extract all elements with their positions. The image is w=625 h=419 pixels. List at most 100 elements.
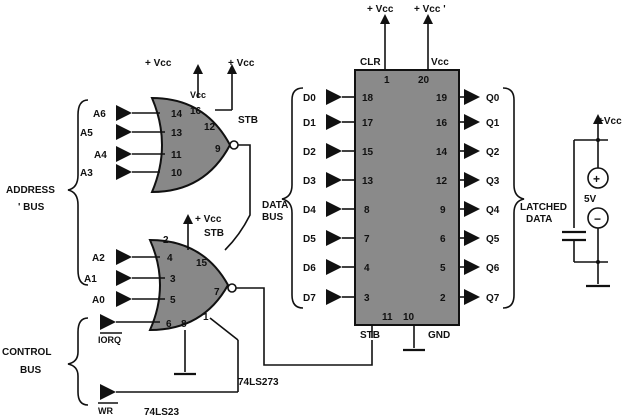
iorq-label: IORQ — [98, 335, 121, 345]
data-input-d2: D2 15 — [303, 143, 374, 159]
data-output-q2: 14 Q2 — [436, 143, 500, 159]
data-inputs: D0 18 D1 17 D2 15 D3 13 D4 8 — [303, 89, 374, 305]
gate1-input-a4: A4 11 — [94, 146, 182, 162]
gate1-pin12: 12 — [204, 122, 216, 133]
chip-vcc-label: Vcc — [431, 57, 449, 68]
address-bus-brace — [67, 99, 89, 286]
gate1-inputs: A6 14 A5 13 A4 11 A3 10 — [80, 105, 183, 180]
clr-label: CLR — [360, 57, 381, 68]
svg-text:15: 15 — [362, 147, 374, 158]
svg-text:D4: D4 — [303, 205, 316, 216]
chip-pin1: 1 — [384, 75, 390, 86]
gate1-pin9: 9 — [215, 144, 221, 155]
data-bus-label-2: BUS — [262, 212, 283, 223]
gate1-pin16: 16 — [190, 106, 202, 117]
supply-voltage-label: 5V — [584, 194, 597, 205]
gate2-input-a0: A0 5 — [92, 291, 176, 307]
data-input-d1: D1 17 — [303, 114, 374, 130]
gate1-output-bubble — [229, 140, 239, 150]
svg-text:D1: D1 — [303, 118, 316, 129]
svg-text:−: − — [594, 212, 601, 226]
svg-text:Q4: Q4 — [486, 205, 500, 216]
data-bus-brace — [281, 87, 304, 309]
svg-text:5: 5 — [170, 295, 176, 306]
gate2-input-a2: A2 4 — [92, 249, 173, 265]
data-input-d7: D7 3 — [303, 289, 370, 305]
wr-label: WR — [98, 406, 113, 416]
data-input-d0: D0 18 — [303, 89, 374, 105]
gate2-vcc-arrow — [183, 214, 193, 224]
latched-data-label: LATCHED — [520, 202, 567, 213]
svg-text:14: 14 — [436, 147, 448, 158]
gate2-pin6: 6 — [166, 319, 172, 330]
supply-vcc-label: +Vcc — [598, 116, 622, 127]
gate1-vcc-inner-label: Vcc — [190, 90, 206, 100]
svg-text:A2: A2 — [92, 253, 105, 264]
svg-text:19: 19 — [436, 93, 448, 104]
svg-text:D0: D0 — [303, 93, 316, 104]
clr-vcc-arrow — [380, 14, 390, 24]
data-input-d4: D4 8 — [303, 201, 370, 217]
latched-data-brace — [502, 87, 525, 309]
svg-text:D2: D2 — [303, 147, 316, 158]
svg-text:16: 16 — [436, 118, 448, 129]
svg-text:Q7: Q7 — [486, 293, 500, 304]
iorq-input: IORQ — [98, 314, 160, 345]
svg-text:14: 14 — [171, 109, 183, 120]
data-output-q0: 19 Q0 — [436, 89, 500, 105]
gate1-vcc-label-b: + Vcc — [228, 58, 255, 69]
svg-text:8: 8 — [364, 205, 370, 216]
latched-data-label-2: DATA — [526, 214, 552, 225]
data-bus-label: DATA — [262, 200, 288, 211]
svg-text:D6: D6 — [303, 263, 316, 274]
svg-text:A4: A4 — [94, 150, 107, 161]
data-output-q6: 5 Q6 — [440, 259, 500, 275]
svg-text:Q3: Q3 — [486, 176, 500, 187]
address-bus-label: ADDRESS — [6, 185, 55, 196]
chip-pin10: 10 — [403, 312, 415, 323]
address-nand-gate-upper — [150, 96, 232, 194]
data-output-q7: 2 Q7 — [440, 289, 500, 305]
chip-pin20: 20 — [418, 75, 430, 86]
svg-text:12: 12 — [436, 176, 448, 187]
svg-text:+: + — [593, 172, 600, 186]
data-outputs: 19 Q0 16 Q1 14 Q2 12 Q3 9 Q4 — [436, 89, 500, 305]
svg-text:3: 3 — [170, 274, 176, 285]
gate2-vcc-label: + Vcc — [195, 214, 222, 225]
svg-text:Q6: Q6 — [486, 263, 500, 274]
svg-text:10: 10 — [171, 168, 183, 179]
svg-text:D7: D7 — [303, 293, 316, 304]
svg-text:D5: D5 — [303, 234, 316, 245]
svg-text:A6: A6 — [93, 109, 106, 120]
svg-text:4: 4 — [167, 253, 173, 264]
gate1-input-a3: A3 10 — [80, 164, 183, 180]
svg-text:D3: D3 — [303, 176, 316, 187]
gate2-stb-label: STB — [204, 228, 224, 239]
svg-text:A5: A5 — [80, 128, 93, 139]
gate1-stb-label: STB — [238, 115, 258, 126]
control-bus-label-2: BUS — [20, 365, 41, 376]
address-bus-label-2: ' BUS — [18, 202, 45, 213]
svg-text:3: 3 — [364, 293, 370, 304]
svg-text:7: 7 — [364, 234, 370, 245]
gate1-vcc-arrow-b — [227, 64, 237, 74]
data-output-q3: 12 Q3 — [436, 172, 500, 188]
power-supply: +Vcc + 5V − — [562, 114, 622, 288]
wr-input: WR — [98, 317, 239, 416]
chip-vcc-prime-label: + Vcc ' — [414, 4, 446, 15]
chip-pin11: 11 — [382, 312, 393, 323]
data-output-q1: 16 Q1 — [436, 114, 500, 130]
svg-text:Q5: Q5 — [486, 234, 500, 245]
data-output-q4: 9 Q4 — [440, 201, 500, 217]
svg-text:Q1: Q1 — [486, 118, 500, 129]
gate2-pin15: 15 — [196, 258, 208, 269]
svg-text:2: 2 — [440, 293, 446, 304]
svg-text:A1: A1 — [84, 274, 97, 285]
svg-text:18: 18 — [362, 93, 374, 104]
chip-vcc-arrow — [423, 14, 433, 24]
part-label-74ls273: 74LS273 — [238, 377, 279, 388]
gate1-vcc-label-a: + Vcc — [145, 58, 172, 69]
gate2-pin2: 2 — [163, 235, 169, 246]
